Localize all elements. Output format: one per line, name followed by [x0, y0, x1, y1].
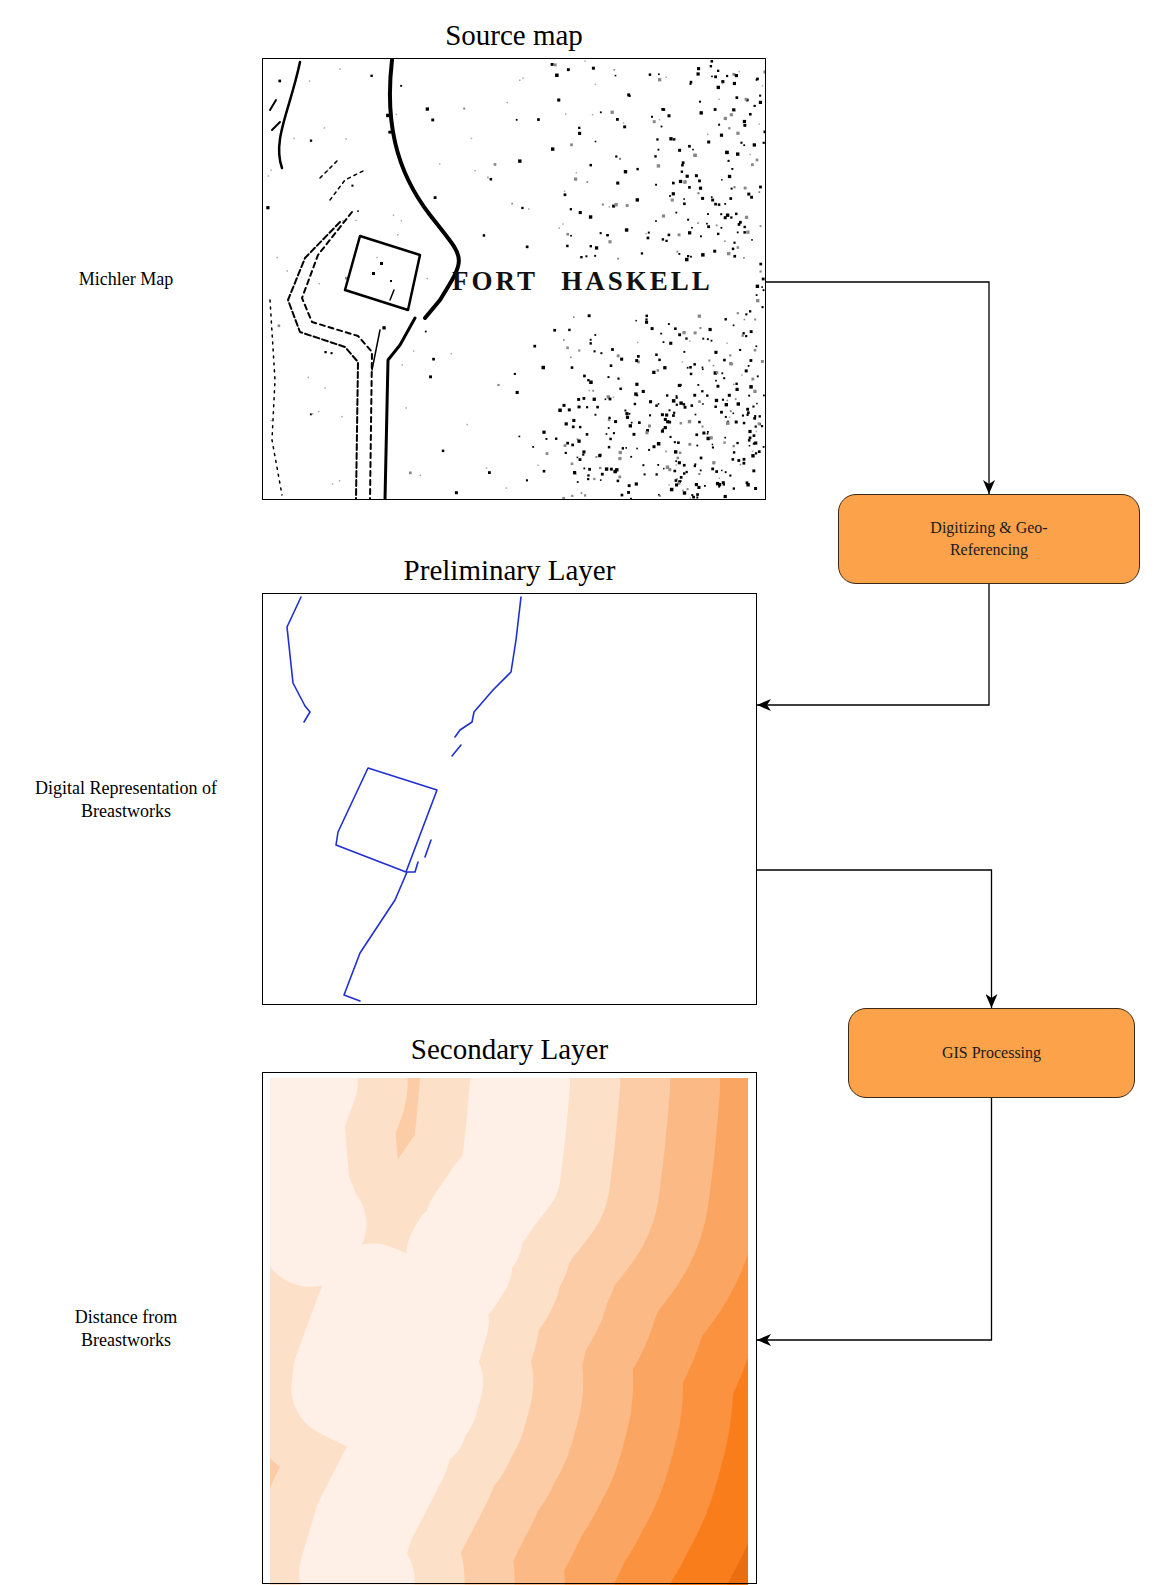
flow-arrow	[757, 1098, 992, 1340]
panel-caption: Digital Representation of Breastworks	[31, 777, 221, 824]
panel-title: Source map	[445, 19, 583, 52]
panel-caption: Michler Map	[31, 268, 221, 291]
layer-panel: Preliminary LayerDigital Representation …	[262, 593, 757, 1005]
flow-arrow	[766, 282, 989, 494]
process-box: Digitizing & Geo-Referencing	[838, 494, 1140, 584]
distance-raster	[270, 1078, 748, 1585]
flow-arrow	[757, 870, 992, 1008]
panel-title: Preliminary Layer	[404, 554, 616, 587]
breastwork-lines	[287, 597, 521, 1001]
map-speckles	[266, 60, 765, 499]
panel-caption: Distance from Breastworks	[31, 1306, 221, 1353]
michler-map-sketch	[266, 60, 765, 499]
process-label: GIS Processing	[942, 1042, 1041, 1064]
flow-arrow	[757, 584, 989, 705]
panel-title: Secondary Layer	[411, 1033, 608, 1066]
layer-panel: Secondary LayerDistance from Breastworks	[262, 1072, 757, 1584]
process-box: GIS Processing	[848, 1008, 1135, 1098]
map-place-name: FORT HASKELL	[452, 266, 713, 297]
process-label: Digitizing & Geo-Referencing	[914, 517, 1064, 560]
